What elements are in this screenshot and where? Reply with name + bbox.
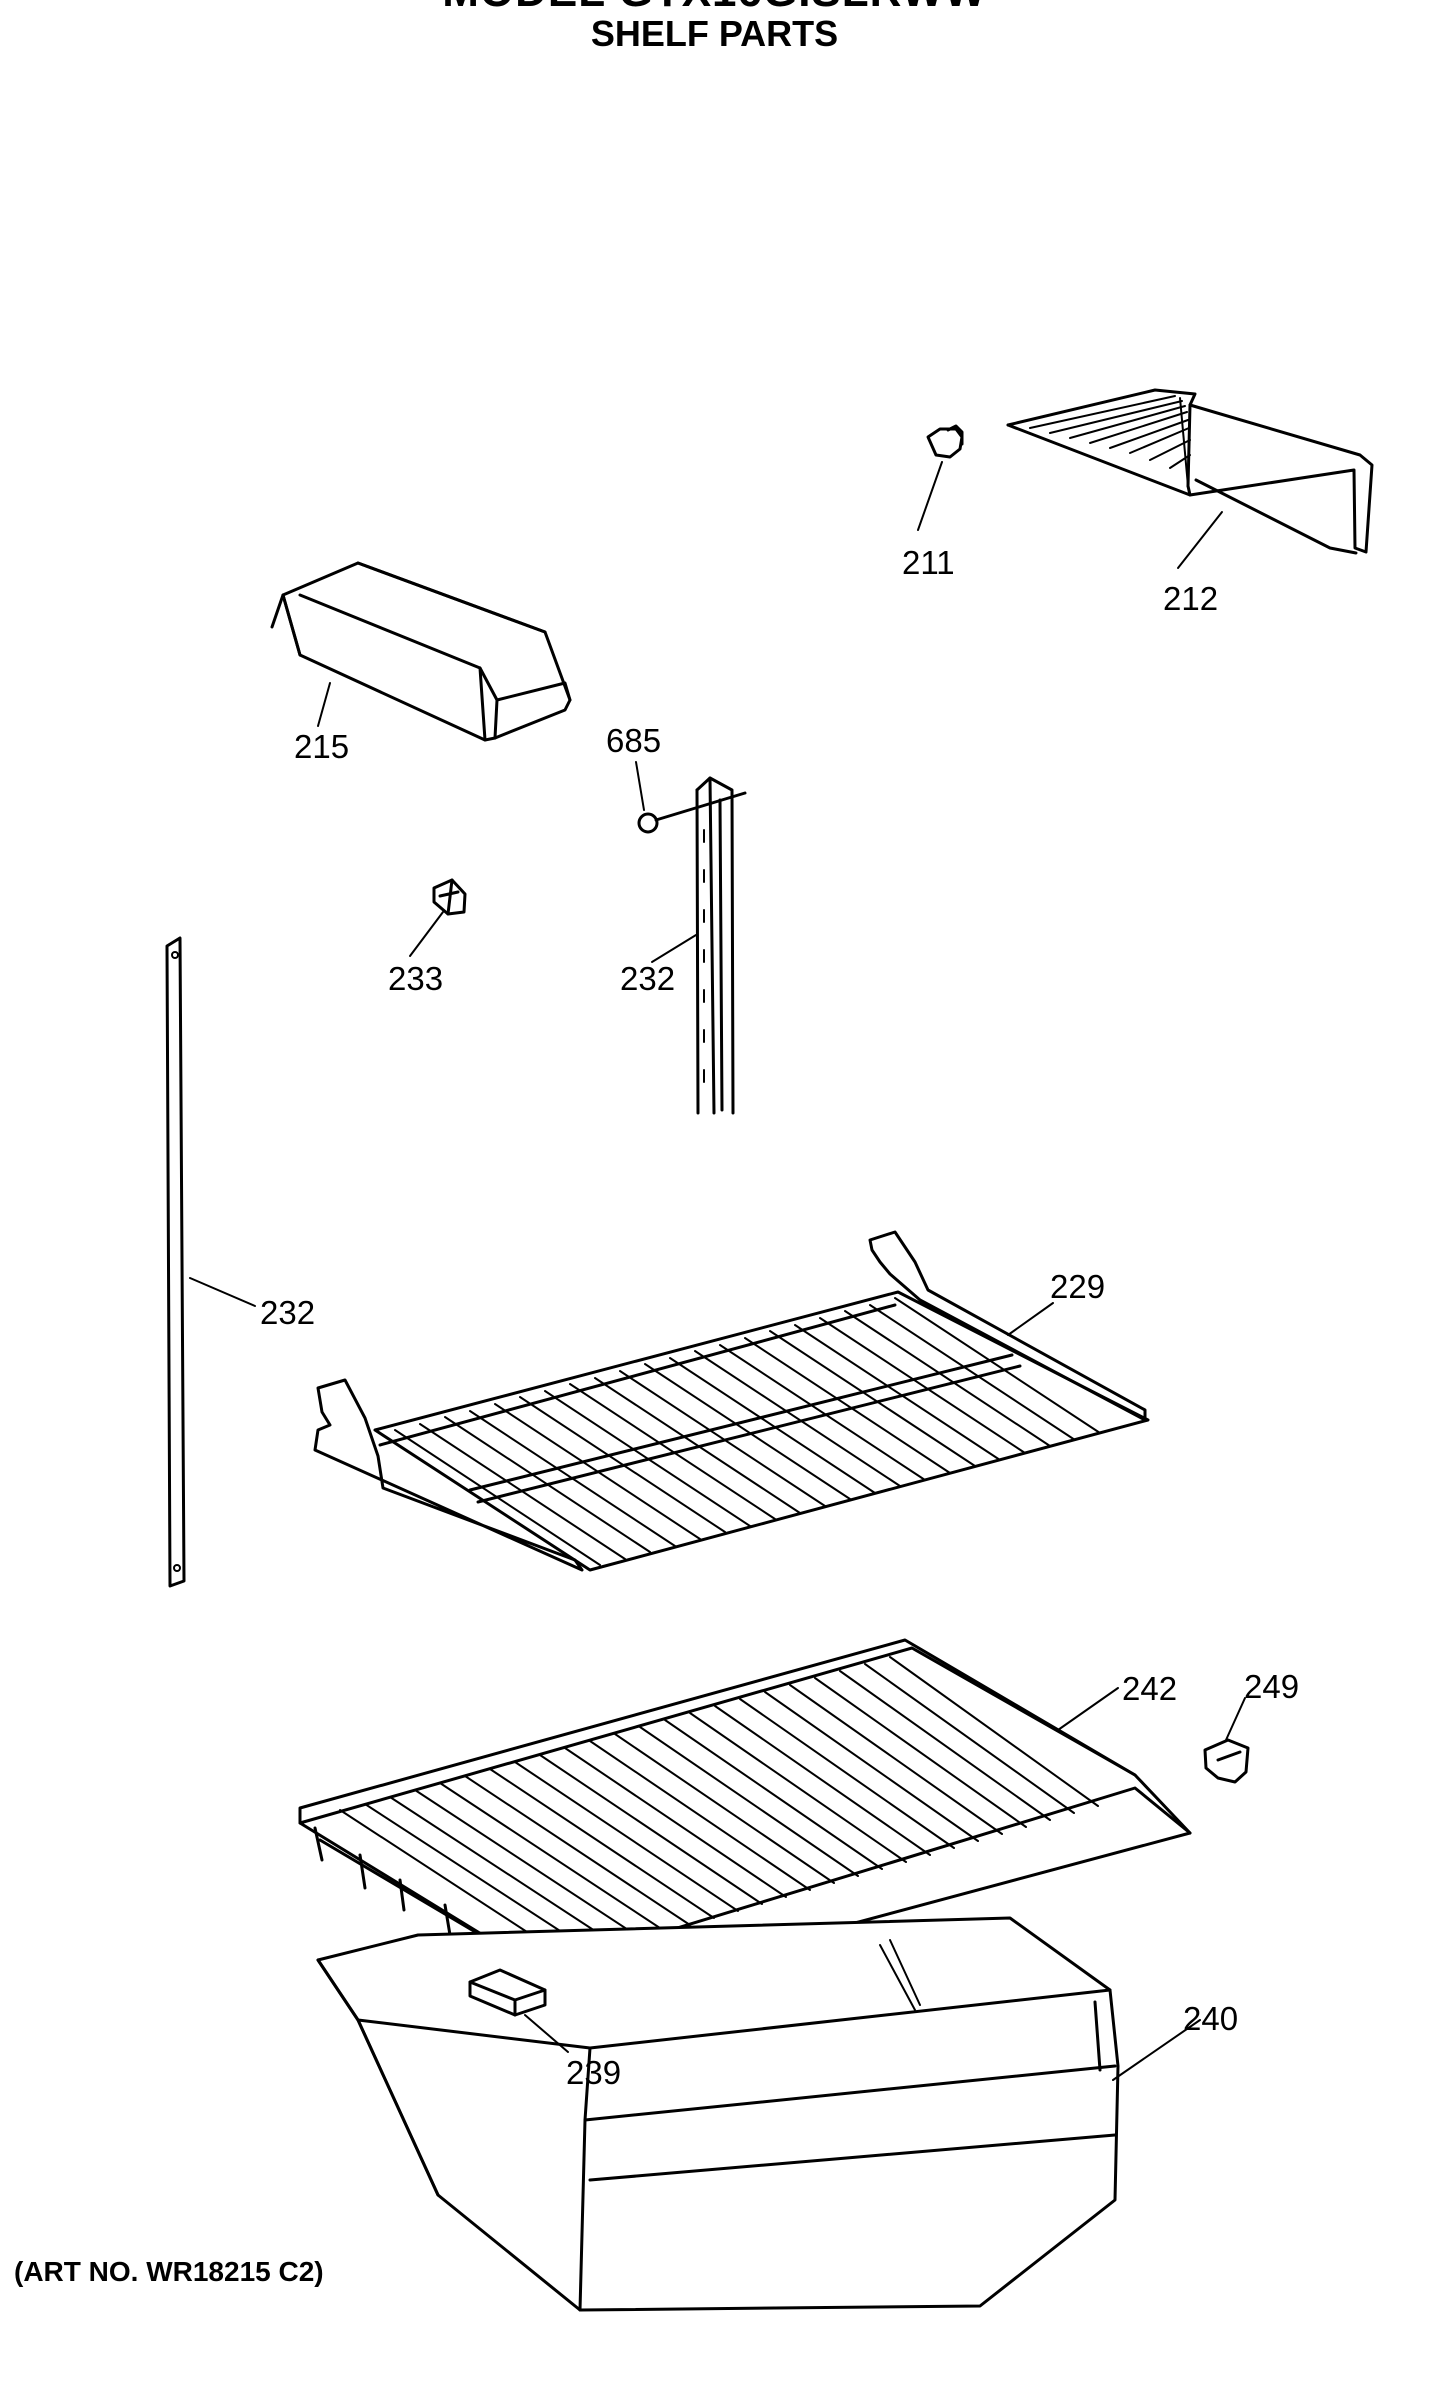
callout-685: 685 [606,722,661,759]
callout-211: 211 [902,544,955,581]
callout-232-left: 232 [260,1294,315,1331]
callout-215: 215 [294,728,349,765]
callout-242: 242 [1122,1670,1177,1707]
part-212-wire-shelf [1006,388,1374,569]
part-211-shelf-support [917,424,964,531]
part-229-wire-shelf [313,1230,1150,1572]
part-232-left-rail [165,936,256,1588]
part-685-screw [635,761,747,834]
part-215-bin [270,561,572,742]
part-249-bracket [1203,1697,1250,1784]
part-239-support [468,1968,569,2053]
callout-240: 240 [1183,2000,1238,2037]
callout-212: 212 [1163,580,1218,617]
callout-249: 249 [1244,1668,1299,1705]
callout-229: 229 [1050,1268,1105,1305]
callout-239: 239 [566,2054,621,2091]
page-header: MODEL GTX16GISLRWW SHELF PARTS [0,0,1429,70]
model-title: MODEL GTX16GISLRWW [0,0,1429,14]
callout-232-center: 232 [620,960,675,997]
callout-233: 233 [388,960,443,997]
art-number: (ART NO. WR18215 C2) [14,2256,324,2287]
part-240-crisper-pan [316,1916,1201,2312]
part-232-center-rail [651,776,735,1115]
part-233-clip [409,878,467,957]
section-title: SHELF PARTS [590,13,839,54]
